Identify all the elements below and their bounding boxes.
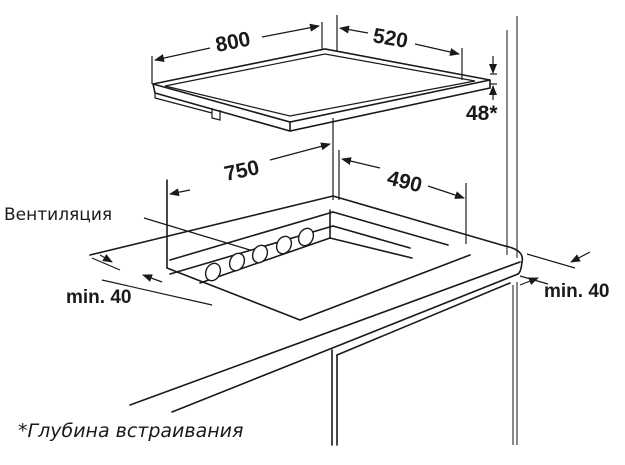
cutout-depth-label: 490 [385, 167, 425, 198]
dimension-490 [341, 157, 467, 244]
min-40-left-label: min. 40 [66, 287, 131, 308]
dimension-520 [336, 15, 463, 80]
hob-height-label: 48* [466, 102, 498, 125]
dimension-800 [151, 22, 323, 84]
lower-cabinet [331, 282, 511, 446]
ventilation-holes [204, 227, 315, 282]
dimension-min40-right [519, 251, 591, 286]
ventilation-label: Вентиляция [4, 205, 112, 225]
dimension-750 [169, 142, 331, 197]
ventilation-leader [143, 217, 251, 251]
cutout-width-label: 750 [222, 156, 261, 186]
dimension-min40-left [91, 254, 213, 306]
footnote-installation-depth: *Глубина встраивания [18, 420, 243, 442]
dimension-48 [489, 56, 497, 100]
hob-depth-label: 520 [371, 24, 410, 53]
min-40-right-label: min. 40 [544, 281, 609, 302]
hob-plate [152, 48, 491, 132]
hob-width-label: 800 [214, 28, 253, 57]
cutout [166, 179, 471, 321]
wall [506, 16, 518, 445]
